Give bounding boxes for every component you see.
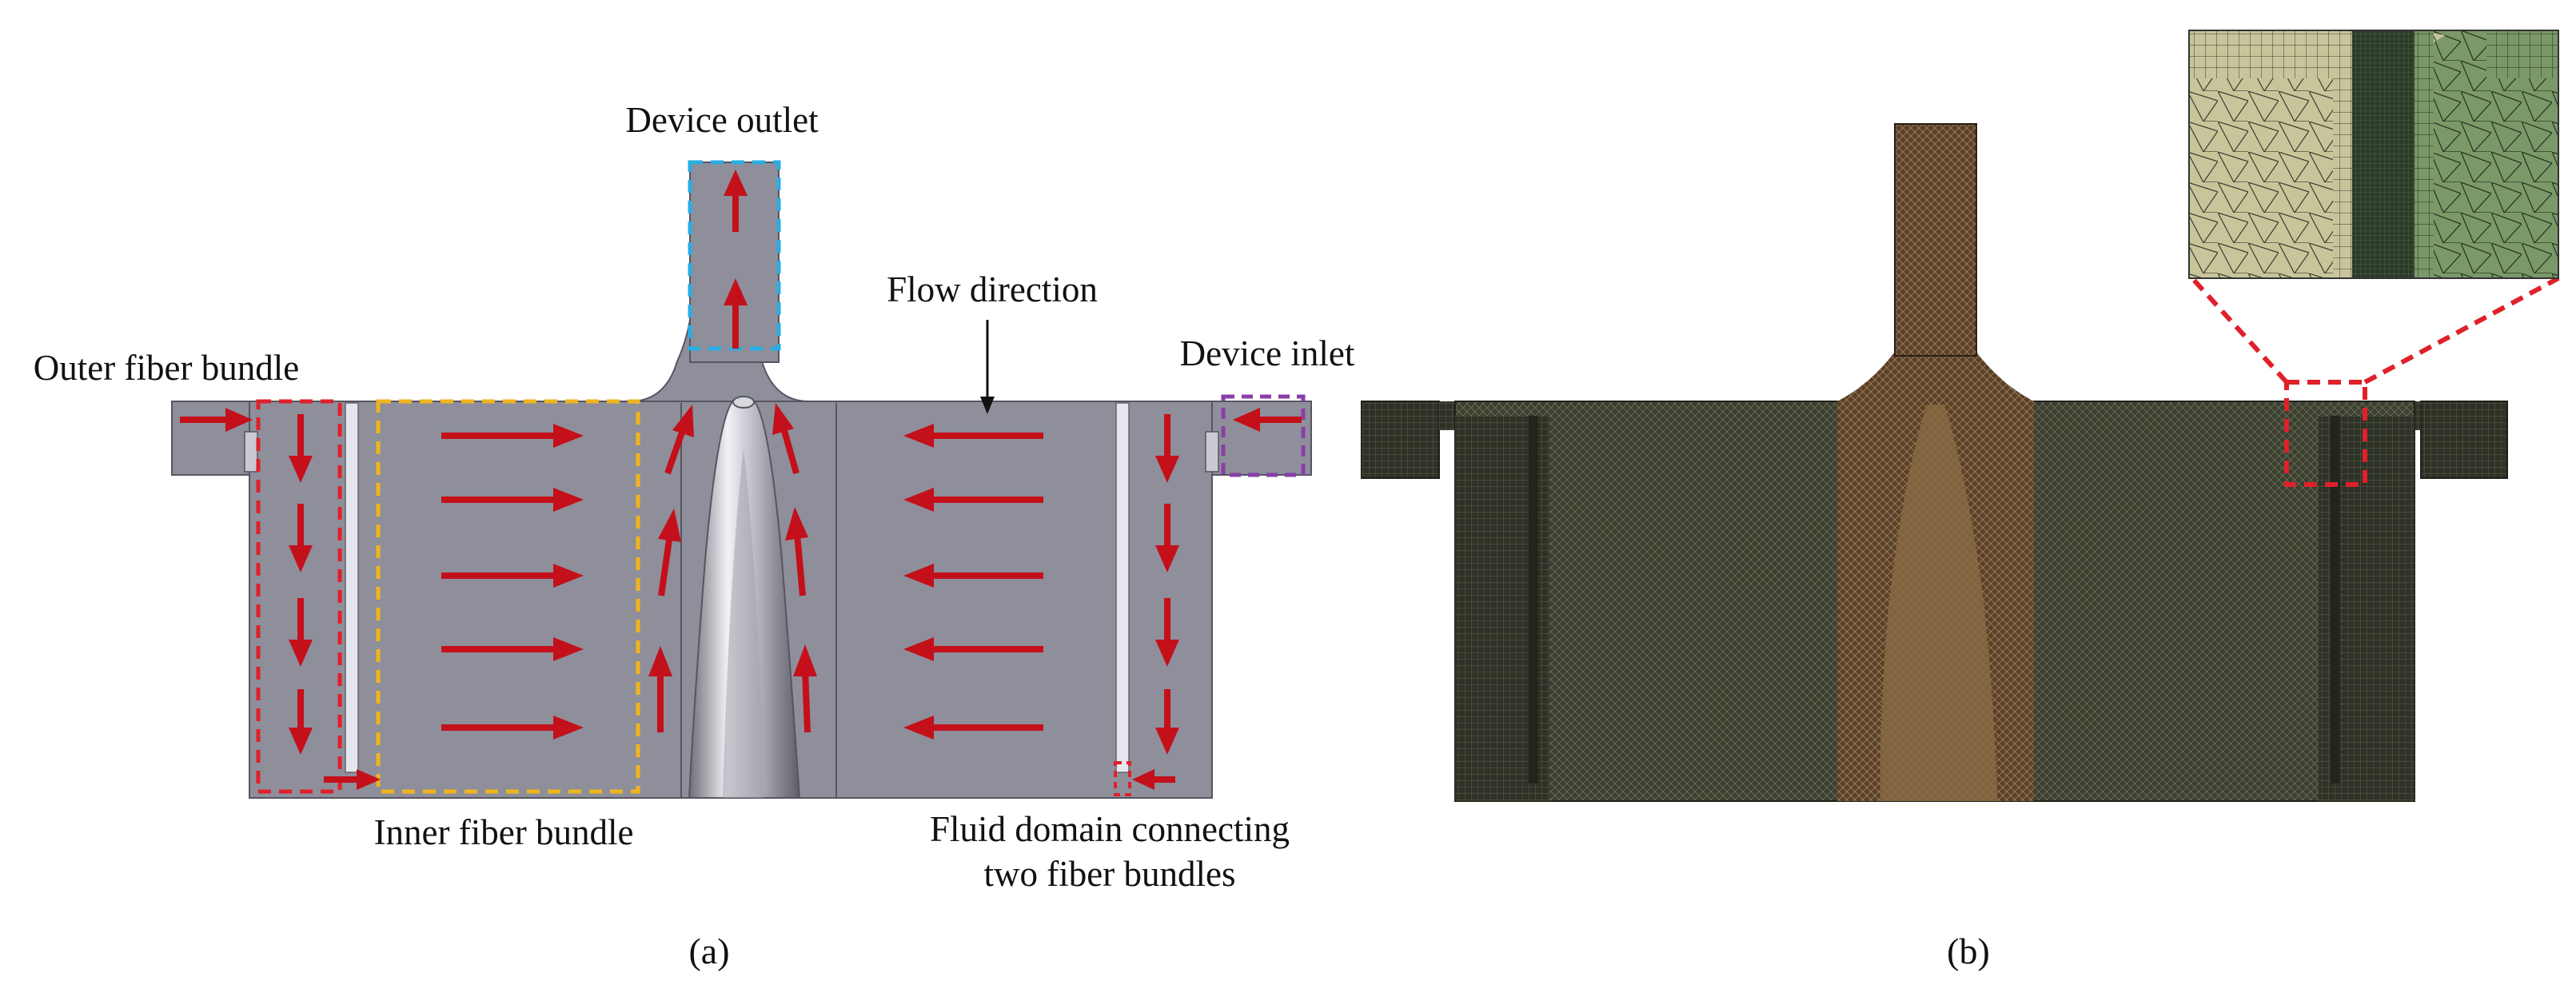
panel-b-caption: (b) bbox=[1947, 931, 1990, 971]
outer-bundle-box bbox=[256, 399, 342, 794]
panel-b: (b) bbox=[1361, 30, 2560, 971]
flow-arrow bbox=[1155, 504, 1179, 572]
mesh-core-cone bbox=[1880, 405, 1997, 801]
flow-arrow bbox=[1132, 769, 1175, 790]
flow-direction-pointer bbox=[980, 320, 995, 414]
flow-arrow bbox=[648, 646, 672, 732]
zoom-leader-left bbox=[2190, 276, 2289, 385]
zoom-region-box bbox=[2284, 380, 2367, 487]
flow-arrow bbox=[441, 424, 584, 448]
connecting-domain-label-line2: two fiber bundles bbox=[984, 854, 1236, 894]
flow-arrow bbox=[1155, 414, 1179, 483]
inner-fiber-bundle-label: Inner fiber bundle bbox=[374, 812, 634, 852]
flow-arrow bbox=[903, 716, 1043, 740]
mesh-outlet-funnel bbox=[1837, 352, 2034, 401]
flow-direction-label: Flow direction bbox=[887, 269, 1098, 309]
flow-arrow bbox=[903, 564, 1043, 588]
cone-tip bbox=[732, 396, 755, 409]
flow-arrow bbox=[785, 507, 808, 596]
mesh-partition-left bbox=[1529, 416, 1538, 784]
flow-arrow bbox=[658, 508, 681, 596]
flow-arrow bbox=[664, 405, 694, 475]
flow-arrows bbox=[180, 169, 1302, 790]
flow-arrow bbox=[441, 488, 584, 512]
flow-arrow bbox=[289, 689, 313, 755]
flow-arrow bbox=[289, 504, 313, 572]
flow-arrow bbox=[1155, 598, 1179, 667]
zoom-leader-right bbox=[2363, 276, 2560, 385]
flow-arrow bbox=[772, 403, 800, 475]
inlet-port-right bbox=[1211, 401, 1312, 476]
mesh-port-right bbox=[2420, 401, 2508, 479]
flow-arrow bbox=[903, 488, 1043, 512]
flow-arrow bbox=[724, 169, 748, 232]
panel-a-caption: (a) bbox=[688, 931, 729, 971]
mesh-port-left bbox=[1361, 401, 1440, 479]
mesh-outlet-stem bbox=[1894, 123, 1977, 357]
flow-arrow bbox=[1233, 408, 1302, 432]
left-partition bbox=[345, 402, 359, 773]
flow-arrow bbox=[724, 278, 748, 349]
device-outlet-label: Device outlet bbox=[625, 100, 819, 140]
flow-arrow bbox=[441, 637, 584, 661]
outer-fiber-bundle-label: Outer fiber bundle bbox=[34, 348, 299, 388]
flow-arrow bbox=[289, 598, 313, 667]
connecting-domain-label-line1: Fluid domain connecting bbox=[930, 809, 1290, 849]
flow-arrow bbox=[793, 644, 817, 733]
step-right bbox=[1205, 431, 1219, 473]
flow-arrow bbox=[180, 408, 253, 432]
inlet-port-left bbox=[171, 401, 250, 476]
flow-arrow bbox=[324, 769, 381, 790]
inlet-highlight-box bbox=[1221, 394, 1306, 477]
panel-a: Device outlet Flow direction Outer fiber… bbox=[34, 100, 1355, 971]
inner-bundle-box bbox=[376, 399, 640, 794]
cone-inner-shade bbox=[723, 448, 764, 798]
flow-arrow bbox=[903, 424, 1043, 448]
device-inlet-label: Device inlet bbox=[1180, 333, 1355, 373]
flow-arrow bbox=[1155, 689, 1179, 755]
mesh-partition-right bbox=[2331, 416, 2340, 784]
step-left bbox=[244, 431, 258, 473]
flow-arrow bbox=[289, 414, 313, 483]
right-partition bbox=[1115, 402, 1130, 773]
zoom-inset bbox=[2188, 30, 2559, 279]
flow-arrow bbox=[441, 716, 584, 740]
flow-arrow bbox=[441, 564, 584, 588]
flow-arrow bbox=[903, 637, 1043, 661]
